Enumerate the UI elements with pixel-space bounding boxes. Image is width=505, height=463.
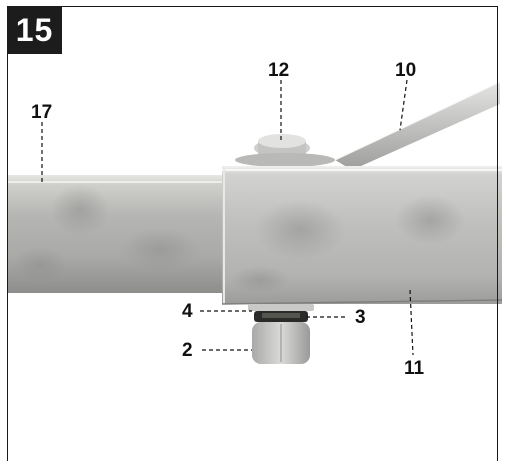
callout-10: 10 — [395, 60, 417, 81]
leader-10 — [399, 79, 408, 131]
lever-arm — [335, 82, 500, 170]
figure-number-badge: 15 — [7, 6, 62, 54]
callout-3: 3 — [355, 307, 366, 328]
callout-17: 17 — [31, 102, 53, 123]
figure-frame — [7, 6, 498, 461]
washer-4 — [248, 304, 314, 311]
leader-11 — [409, 289, 414, 356]
callout-12: 12 — [268, 60, 290, 81]
callout-2: 2 — [182, 340, 193, 361]
callout-11: 11 — [404, 358, 425, 379]
top-washer — [235, 153, 335, 167]
callout-4: 4 — [182, 301, 193, 322]
